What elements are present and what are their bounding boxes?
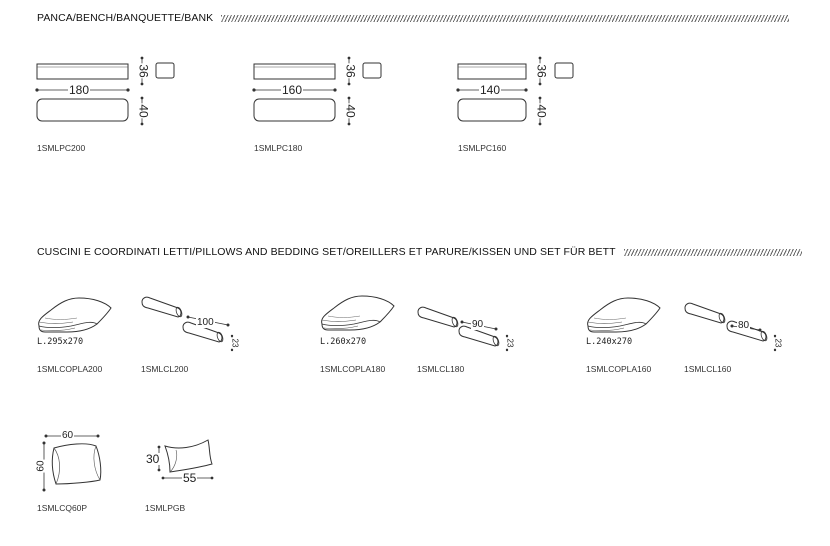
bolster-length-label: 80: [737, 320, 751, 331]
product-code: 1SMLPC200: [37, 143, 86, 153]
bolster-length-label: 100: [196, 317, 215, 328]
pillow-width-label: 55: [182, 471, 198, 485]
product-code: 1SMLCOPLA160: [586, 364, 652, 374]
product-code: 1SMLCL160: [684, 364, 732, 374]
product-code: 1SMLPGB: [145, 503, 186, 513]
hatch-divider: [221, 14, 790, 22]
bedding-size-label: L.240x270: [586, 337, 633, 347]
bench-width-label: 140: [479, 83, 502, 97]
bedding-size-label: L.295x270: [37, 337, 84, 347]
pillow-height-label: 30: [145, 452, 161, 466]
product-code: 1SMLCL200: [141, 364, 189, 374]
section-title-pillows: CUSCINI E COORDINATI LETTI/PILLOWS AND B…: [37, 246, 802, 258]
bolster-length-label: 90: [471, 319, 485, 330]
bench-width-label: 180: [68, 83, 91, 97]
section-title-bench: PANCA/BENCH/BANQUETTE/BANK: [37, 12, 790, 24]
section-title-bench-text: PANCA/BENCH/BANQUETTE/BANK: [37, 12, 214, 24]
product-code: 1SMLCOPLA180: [320, 364, 386, 374]
cushion-height-label: 60: [35, 459, 47, 473]
product-code: 1SMLPC160: [458, 143, 507, 153]
product-code: 1SMLCOPLA200: [37, 364, 103, 374]
product-code: 1SMLPC180: [254, 143, 303, 153]
bedding-size-label: L.260x270: [320, 337, 367, 347]
hatch-divider: [623, 248, 802, 256]
cushion-width-label: 60: [61, 430, 75, 441]
section-title-pillows-text: CUSCINI E COORDINATI LETTI/PILLOWS AND B…: [37, 246, 616, 258]
bench-width-label: 160: [281, 83, 304, 97]
product-code: 1SMLCL180: [417, 364, 465, 374]
product-code: 1SMLCQ60P: [37, 503, 88, 513]
